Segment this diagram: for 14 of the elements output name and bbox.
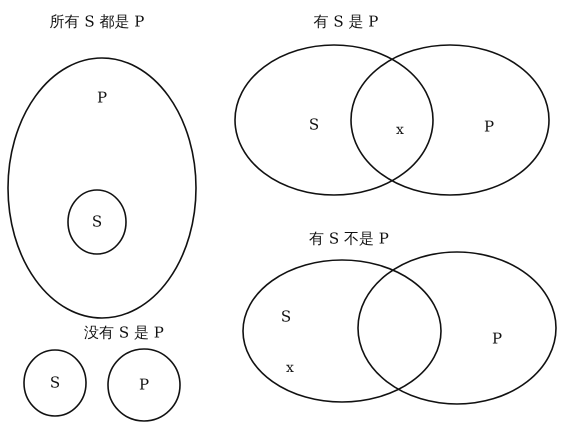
set-label: P <box>138 378 150 392</box>
set-label: P <box>96 90 108 106</box>
panel-label: 没有 S 是 P <box>84 326 164 340</box>
panel-label: 有 S 不是 P <box>309 232 389 246</box>
set-label: S <box>280 310 292 324</box>
set-label: S <box>308 118 320 132</box>
set-label: P <box>484 120 494 134</box>
element-mark: x <box>396 123 404 137</box>
set-label: S <box>50 376 60 390</box>
panel-label: 有 S 是 P <box>314 14 378 30</box>
element-mark: x <box>286 361 294 375</box>
panel-label: 所有 S 都是 P <box>50 14 144 30</box>
set-label: S <box>92 214 102 230</box>
set-label: P <box>492 332 502 346</box>
